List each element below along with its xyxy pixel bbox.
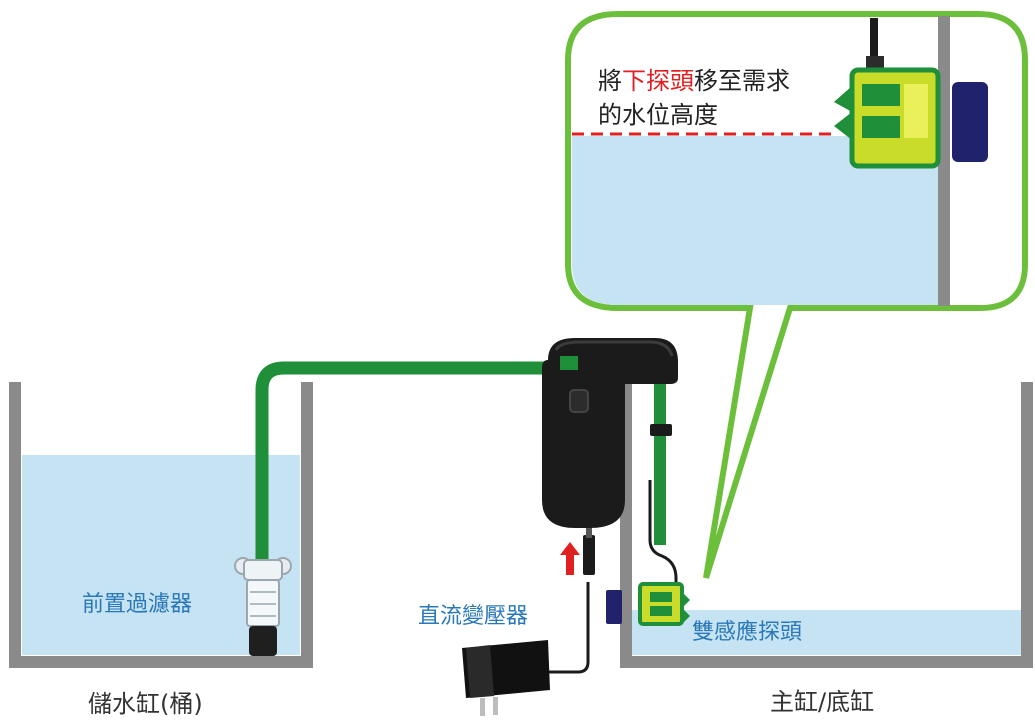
storage-tank [9,382,313,668]
sensor-closeup-icon [834,18,988,169]
sensor-cable [648,480,678,590]
supply-hose [255,361,570,575]
main-tank-label: 主缸/底缸 [770,688,875,716]
callout-tank-wall [938,16,950,306]
power-cable [548,582,590,674]
callout-line2: 的水位高度 [598,101,718,129]
dc-plug-icon [583,528,595,575]
arrow-up-icon [560,542,580,575]
main-tank-water [632,610,1022,655]
adapter-label: 直流變壓器 [418,604,529,629]
dual-sensor-probe-icon [606,582,690,626]
callout-water [572,136,940,305]
callout-line1-pre: 將 [598,67,622,95]
callout-instruction: 將下探頭移至需求 的水位高度 [598,64,790,132]
dc-adapter-icon [462,640,550,716]
sensor-label: 雙感應探頭 [692,620,803,645]
callout-line1-highlight: 下探頭 [622,67,694,95]
storage-tank-walls [9,382,313,668]
callout-bubble [565,11,1028,579]
main-tank-walls [620,358,1033,668]
prefilter-icon [234,557,292,656]
pump-unit-icon [542,338,678,528]
prefilter-label: 前置過濾器 [82,592,193,617]
callout-line1-post: 移至需求 [694,67,790,95]
main-tank [620,358,1033,668]
storage-tank-label: 儲水缸(桶) [88,690,203,718]
